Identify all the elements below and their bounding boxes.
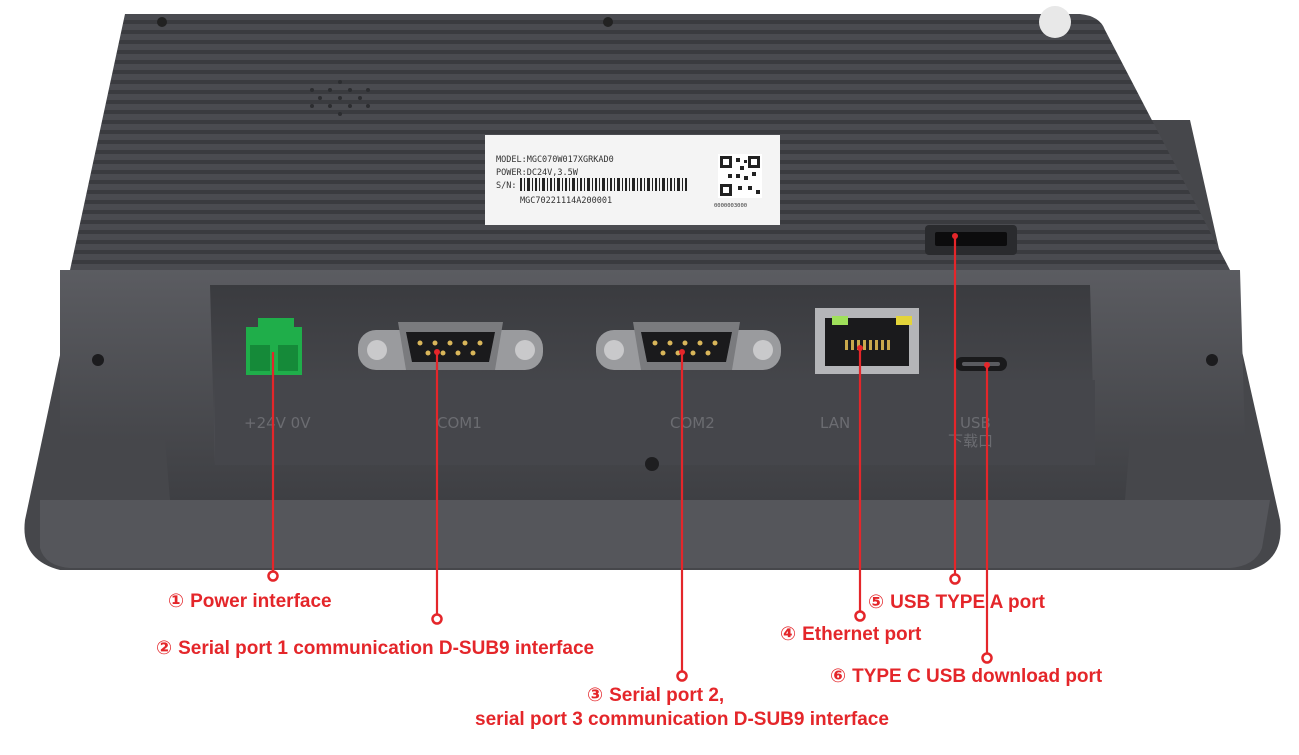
silkscreen-power: +24V 0V	[244, 414, 311, 432]
qr-code-icon	[718, 154, 762, 198]
silkscreen-com2: COM2	[670, 414, 715, 432]
center-screw	[645, 457, 659, 471]
dot-power	[267, 570, 279, 582]
label-sn-prefix: S/N:	[496, 181, 516, 191]
silkscreen-usb: USB	[960, 414, 991, 432]
dot-usb-a	[949, 573, 961, 585]
barcode-icon	[520, 178, 687, 191]
usb-a-port	[935, 232, 1007, 246]
callout-leaders	[271, 236, 989, 672]
callout-text: TYPE C USB download port	[852, 666, 1103, 687]
callout-text: Power interface	[190, 591, 332, 612]
callout-number: ⑥	[830, 666, 847, 687]
callout-number: ⑤	[868, 592, 885, 613]
dot-ethernet	[854, 610, 866, 622]
callout-text: Ethernet port	[802, 624, 922, 645]
dot-usb-c	[981, 652, 993, 664]
callout-text: Serial port 2,	[609, 685, 725, 706]
rating-label: MODEL:MGC070W017XGRKAD0 POWER:DC24V,3.5W…	[485, 135, 780, 225]
callout-text: USB TYPE A port	[890, 592, 1045, 613]
silkscreen-com1: COM1	[437, 414, 482, 432]
dot-com2	[676, 670, 688, 682]
com2-db9-connector	[596, 322, 781, 370]
screw-hole	[603, 17, 613, 27]
silkscreen-lan: LAN	[820, 414, 850, 432]
callout-number: ②	[156, 638, 173, 659]
screw-hole	[157, 17, 167, 27]
mount-hole	[1039, 6, 1071, 38]
ethernet-rj45-port	[815, 308, 919, 374]
callout-text-line2: serial port 3 communication D-SUB9 inter…	[475, 709, 889, 730]
callout-number: ①	[168, 591, 185, 612]
label-model: MODEL:MGC070W017XGRKAD0	[496, 155, 614, 165]
speaker-grille	[310, 80, 370, 116]
label-serial: MGC70221114A200001	[520, 196, 612, 206]
dot-com1	[431, 613, 443, 625]
callout-dots	[267, 233, 993, 682]
callout-number: ④	[780, 624, 797, 645]
label-power: POWER:DC24V,3.5W	[496, 168, 579, 178]
silkscreen-usb-cn: 下载口	[948, 432, 993, 450]
callout-text: Serial port 1 communication D-SUB9 inter…	[178, 638, 595, 659]
com1-db9-connector	[358, 322, 543, 370]
callout-number: ③	[587, 685, 604, 706]
label-qr-caption: 0000003000	[714, 203, 747, 209]
